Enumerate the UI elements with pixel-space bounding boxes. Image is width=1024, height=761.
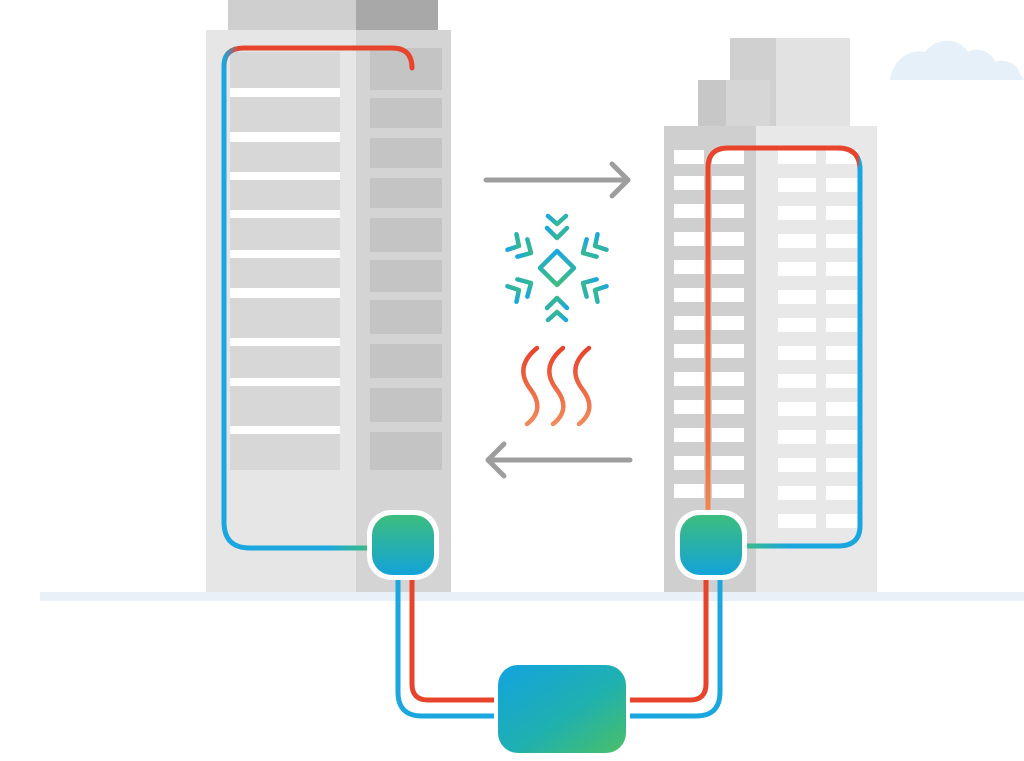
ground-line [40, 592, 1024, 601]
arrow-right-icon [483, 161, 631, 199]
underground-pipes-left [395, 577, 503, 719]
left-building [206, 0, 451, 592]
central-energy-unit [494, 661, 630, 757]
right-heat-exchanger-unit [675, 510, 747, 580]
right-building-loop [705, 145, 863, 549]
underground-pipes-right [621, 577, 723, 719]
left-heat-exchanger-unit [367, 510, 439, 580]
right-building-windows [674, 150, 858, 528]
right-building [664, 38, 877, 592]
snowflake-icon [505, 211, 609, 322]
heat-waves-icon [521, 345, 592, 427]
left-building-loop [221, 45, 415, 551]
cloud-icon [890, 40, 1024, 80]
arrow-left-icon [485, 441, 633, 479]
left-building-windows [230, 52, 340, 470]
